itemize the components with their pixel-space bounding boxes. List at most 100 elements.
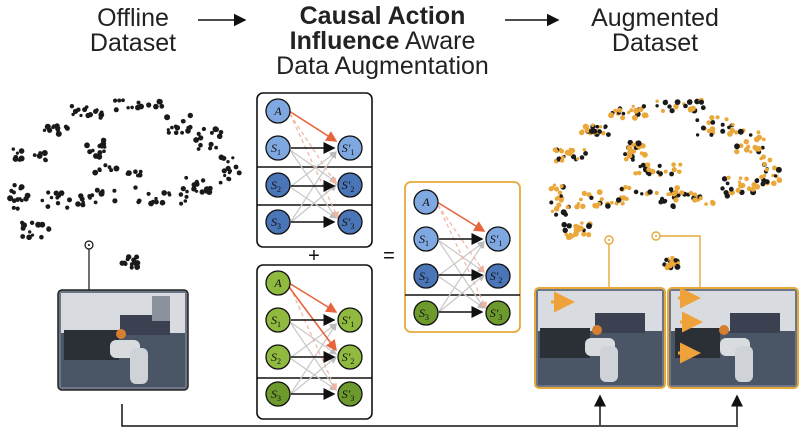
state-node-s1-label: S1	[419, 232, 429, 248]
scatter-point	[738, 176, 743, 180]
scatter-point	[631, 142, 636, 147]
scatter-point	[28, 230, 32, 234]
scatter-point	[663, 169, 668, 174]
scatter-point	[678, 162, 683, 167]
scatter-point	[199, 189, 205, 195]
scatter-point	[628, 148, 635, 155]
scatter-point	[55, 201, 61, 206]
scatter-point	[775, 166, 782, 173]
scatter-point	[113, 98, 118, 103]
scatter-point	[72, 108, 79, 114]
scatter-point	[134, 265, 140, 270]
next-state-node-s2: S′2	[485, 263, 511, 289]
scatter-point	[212, 126, 219, 133]
state-node-s2-label: S2	[271, 178, 281, 194]
scatter-point	[133, 169, 138, 174]
scatter-point	[97, 150, 103, 156]
scatter-point	[12, 183, 17, 188]
augmented-dataset-scatter	[548, 97, 783, 271]
scatter-point	[576, 157, 580, 161]
scatter-point	[761, 137, 766, 142]
scatter-point	[647, 172, 652, 177]
scatter-point	[38, 151, 43, 155]
action-node: A	[413, 189, 439, 215]
scatter-point	[649, 168, 656, 175]
scatter-point	[698, 196, 703, 201]
scatter-point	[674, 263, 681, 270]
scatter-point	[771, 173, 775, 178]
scatter-point	[63, 124, 69, 129]
scatter-point	[103, 145, 107, 149]
scatter-point	[562, 227, 568, 233]
scatter-point	[133, 185, 138, 190]
scatter-point	[164, 114, 171, 121]
scatter-point	[665, 263, 670, 267]
scatter-point	[760, 181, 766, 187]
scatter-point	[750, 187, 756, 192]
scatter-point	[721, 176, 728, 182]
scatter-point	[24, 192, 31, 199]
scatter-point	[619, 186, 624, 192]
scatter-point	[69, 104, 75, 109]
scatter-point	[180, 130, 185, 135]
scatter-point	[194, 181, 200, 187]
scatter-point	[96, 153, 103, 160]
scatter-point	[666, 192, 670, 196]
scatter-point	[550, 209, 555, 213]
scatter-point	[559, 194, 563, 198]
scatter-point	[746, 144, 751, 149]
scatter-point	[695, 133, 700, 137]
scatter-point	[591, 123, 595, 127]
scatter-point	[103, 163, 108, 168]
plus-sign: +	[308, 245, 320, 267]
scatter-point	[692, 197, 698, 203]
scatter-point	[79, 113, 83, 118]
scatter-point	[216, 133, 223, 140]
scatter-point	[552, 183, 557, 187]
scatter-point	[704, 202, 708, 206]
scatter-point	[178, 192, 184, 197]
scatter-point	[184, 194, 189, 199]
scatter-point	[15, 206, 20, 211]
scatter-point	[737, 128, 744, 135]
augmented-dataset-title: Augmented Dataset	[575, 6, 735, 56]
scatter-point	[735, 187, 741, 193]
scatter-point	[47, 127, 53, 133]
scatter-point	[583, 151, 588, 156]
scatter-point	[683, 103, 688, 109]
scatter-point	[754, 184, 761, 190]
scatter-point	[92, 169, 99, 176]
scatter-point	[686, 99, 693, 105]
action-node: A	[265, 98, 291, 124]
scatter-point	[740, 182, 746, 189]
scatter-point	[621, 111, 626, 116]
state-node-s2: S2	[265, 172, 291, 198]
scatter-point	[698, 99, 705, 105]
scatter-point	[185, 128, 191, 134]
scatter-point	[677, 169, 682, 175]
scatter-point	[579, 155, 585, 160]
scatter-point	[226, 160, 230, 164]
scatter-point	[709, 126, 716, 132]
scatter-point	[645, 162, 651, 168]
scatter-point	[100, 137, 107, 143]
scatter-point	[11, 205, 16, 210]
scatter-point	[49, 195, 54, 200]
scatter-point	[166, 128, 170, 132]
scatter-point	[94, 187, 100, 193]
next-state-node-s1: S′1	[337, 307, 363, 333]
scatter-point	[129, 265, 134, 270]
scatter-point	[85, 112, 91, 119]
next-state-node-s2: S′2	[337, 172, 363, 198]
scatter-point	[620, 201, 625, 206]
scatter-point	[760, 145, 765, 150]
scatter-point	[173, 130, 179, 136]
scatter-point	[664, 257, 669, 262]
scatter-point	[227, 170, 232, 175]
scatter-point	[720, 128, 726, 134]
causal-title: Causal Action Influence Aware Data Augme…	[240, 4, 525, 79]
scatter-point	[146, 191, 151, 196]
scatter-point	[755, 145, 762, 152]
